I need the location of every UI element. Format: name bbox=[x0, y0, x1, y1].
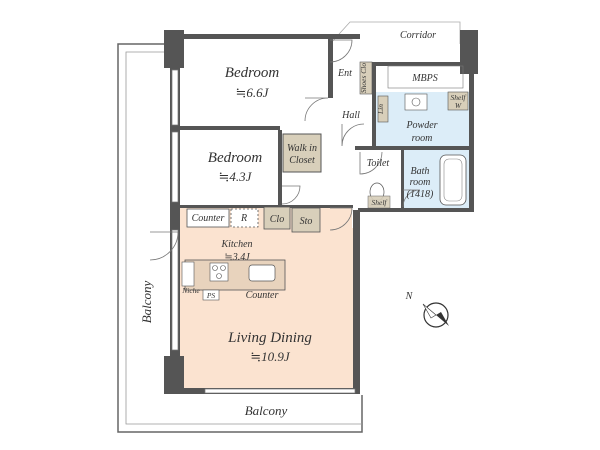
closet-box bbox=[263, 206, 291, 230]
bedroom2-floor bbox=[180, 130, 280, 208]
linen-box bbox=[377, 95, 389, 123]
washer-mark: W bbox=[455, 101, 462, 110]
balcony-inner-line bbox=[125, 51, 362, 425]
vanity-sink-icon bbox=[404, 93, 428, 111]
mbps-box bbox=[387, 65, 464, 89]
kitchen-size: ≒3.4J bbox=[224, 252, 250, 263]
shoes-closet-label: Shoes Clo bbox=[359, 63, 368, 93]
niche-box bbox=[181, 261, 195, 287]
living-size: ≒10.9J bbox=[250, 349, 291, 364]
living-floor bbox=[180, 228, 353, 391]
shoes-closet-box bbox=[359, 61, 373, 95]
counter-upper-label: Counter bbox=[192, 213, 225, 224]
compass-icon bbox=[422, 302, 449, 328]
closet-label: Clo bbox=[270, 214, 284, 225]
bath-name-2: room bbox=[410, 177, 431, 188]
entrance-name: Ent bbox=[337, 68, 352, 79]
burner-icon bbox=[212, 265, 218, 271]
shelf-box bbox=[447, 91, 469, 111]
bedroom1-size: ≒6.6J bbox=[236, 85, 270, 100]
windows bbox=[171, 69, 356, 394]
balcony-bottom-label: Balcony bbox=[245, 403, 288, 418]
walkin-closet-label-2: Closet bbox=[289, 155, 315, 166]
powder-name-2: room bbox=[412, 133, 433, 144]
bathtub-icon bbox=[439, 154, 467, 206]
balcony-outline bbox=[117, 43, 363, 433]
bedroom1-name: Bedroom bbox=[225, 65, 280, 81]
fridge-label: R bbox=[240, 213, 247, 224]
door-swings bbox=[149, 39, 421, 261]
corridor-boundary bbox=[329, 21, 461, 45]
bathtub-inner-icon bbox=[443, 158, 463, 202]
ps-box bbox=[202, 289, 220, 301]
mbps-label: MBPS bbox=[411, 73, 438, 84]
compass-north-label: N bbox=[405, 291, 414, 302]
counter-upper-box bbox=[186, 208, 230, 228]
living-name: Living Dining bbox=[227, 330, 312, 346]
counter-lower-label: Counter bbox=[246, 290, 279, 301]
bedroom2-name: Bedroom bbox=[208, 150, 263, 166]
ps-label: PS bbox=[206, 291, 216, 300]
fridge-box bbox=[230, 208, 259, 228]
bath-name-1: Bath bbox=[411, 166, 430, 177]
burner-icon bbox=[216, 273, 222, 279]
balcony-side-label: Balcony bbox=[139, 280, 154, 323]
walkin-closet-label-1: Walk in bbox=[287, 143, 317, 154]
toilet-name: Toilet bbox=[367, 158, 390, 169]
bedroom2-size: ≒4.3J bbox=[219, 169, 253, 184]
bedroom1-floor bbox=[180, 38, 328, 126]
niche-label: Niche bbox=[181, 286, 200, 295]
powder-name-1: Powder bbox=[405, 120, 437, 131]
bath-name-3: (1418) bbox=[407, 189, 434, 200]
linen-label: Lin bbox=[376, 104, 385, 115]
sink-icon bbox=[248, 264, 276, 282]
storage-label: Sto bbox=[300, 216, 313, 227]
burner-icon bbox=[220, 265, 226, 271]
basin-icon bbox=[411, 97, 421, 107]
toilet-shelf-box bbox=[367, 195, 391, 209]
hall-name: Hall bbox=[341, 110, 360, 121]
walkin-closet-box bbox=[282, 133, 322, 173]
kitchen-name: Kitchen bbox=[220, 239, 252, 250]
storage-box bbox=[291, 207, 321, 233]
stove-icon bbox=[209, 262, 229, 282]
shelf-label: Shelf bbox=[451, 93, 467, 102]
corridor-label: Corridor bbox=[400, 30, 436, 41]
toilet-shelf-label: Shelf bbox=[372, 198, 388, 207]
